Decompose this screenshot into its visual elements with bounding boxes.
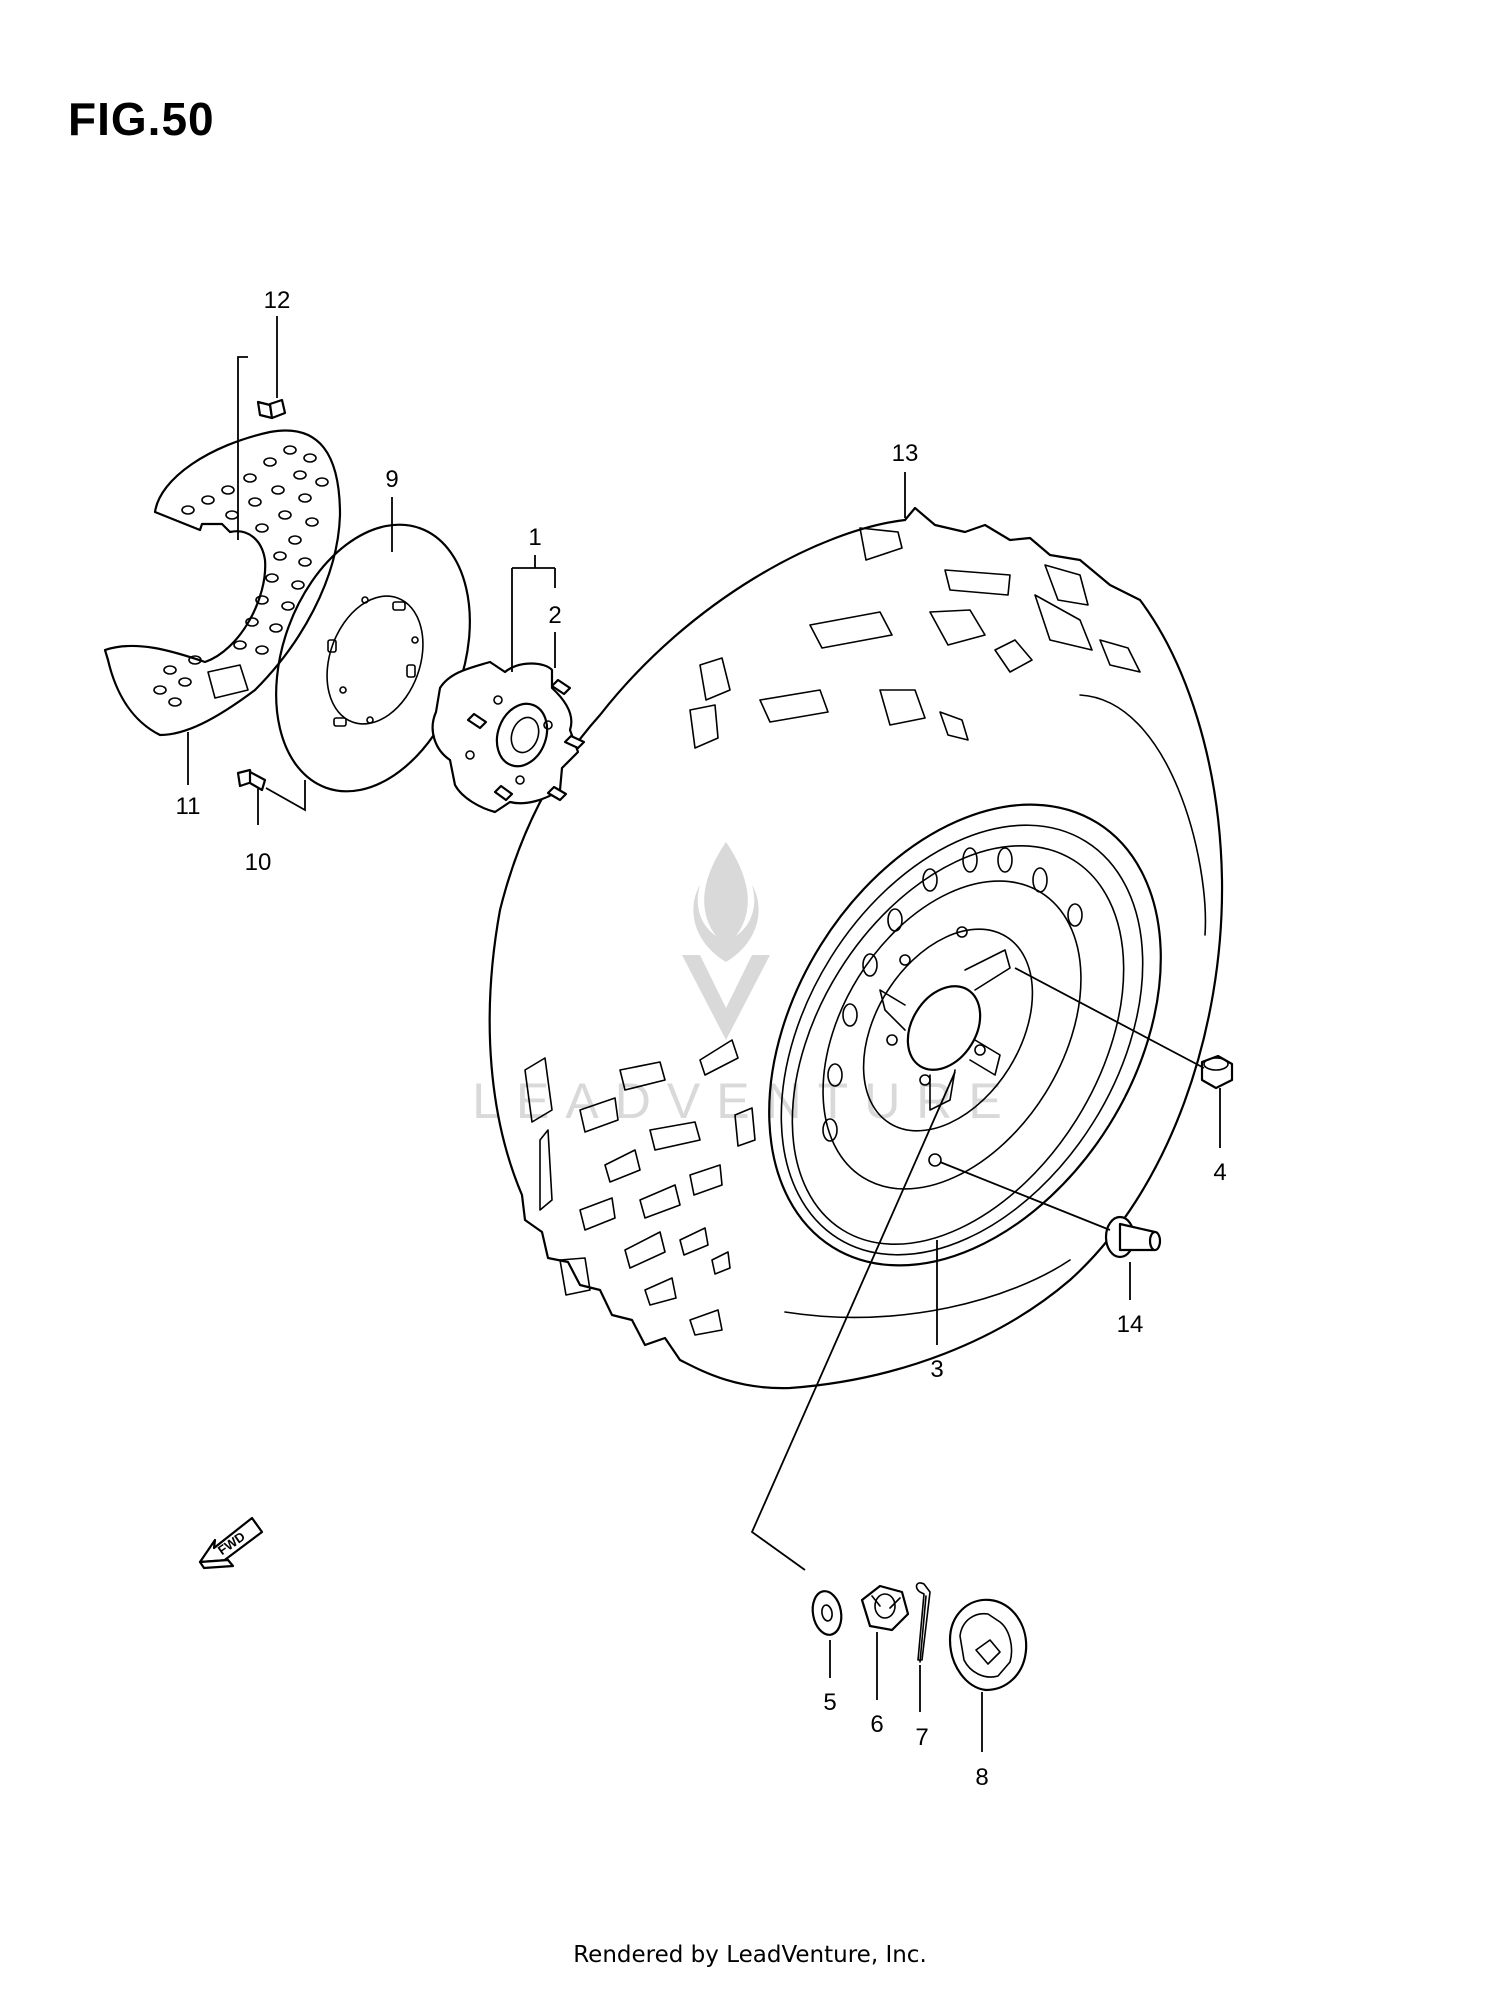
rim-flange — [791, 844, 1125, 1246]
leader-5-axle — [750, 1071, 956, 1571]
callout-5: 5 — [823, 1689, 836, 1716]
callout-7: 7 — [915, 1724, 928, 1751]
callout-13: 13 — [892, 440, 919, 467]
disc-cover-holes — [153, 445, 329, 707]
leader-10-bracket — [265, 780, 306, 812]
callout-numbers: 12 9 1 2 13 11 10 4 14 3 5 6 7 8 — [176, 287, 1227, 1791]
tire-sidewall-curve — [1079, 694, 1207, 936]
leader-lines — [187, 316, 1221, 1752]
wheel-rim — [768, 803, 1162, 1267]
leader-4 — [1014, 967, 1221, 1148]
tire-valve — [1104, 1215, 1162, 1259]
hub-cap — [948, 1598, 1028, 1692]
brake-disc-holes — [327, 596, 419, 727]
callout-12: 12 — [264, 287, 291, 314]
wheel-hub — [431, 660, 586, 814]
callout-9: 9 — [385, 466, 398, 493]
footer-credit: Rendered by LeadVenture, Inc. — [573, 1942, 927, 1968]
callout-4: 4 — [1213, 1159, 1226, 1186]
callout-6: 6 — [870, 1711, 883, 1738]
callout-3: 3 — [930, 1356, 943, 1383]
tire-tread-lower — [524, 1039, 756, 1336]
callout-14: 14 — [1117, 1311, 1144, 1338]
callout-2: 2 — [548, 602, 561, 629]
cover-bolt — [256, 398, 287, 420]
rim-hub-spokes — [879, 926, 1011, 1167]
watermark-text: LEADVENTURE — [472, 1073, 1018, 1129]
disc-bolt — [236, 768, 267, 792]
watermark-chevron-icon — [682, 955, 770, 1040]
wheel-nut — [1200, 1054, 1234, 1090]
watermark-flame-icon — [693, 842, 759, 962]
disc-cover — [103, 429, 342, 737]
tire-outline — [488, 506, 1224, 1390]
rim-outer-inner-edge — [780, 824, 1144, 1256]
brake-disc-hub-ring — [326, 595, 424, 725]
callout-10: 10 — [245, 849, 272, 876]
callout-1: 1 — [528, 524, 541, 551]
fwd-arrow-icon: FWD — [198, 1516, 264, 1570]
leader-14 — [939, 1161, 1131, 1300]
watermark: LEADVENTURE — [472, 842, 1018, 1129]
hub-studs — [465, 678, 586, 802]
castle-nut — [860, 1584, 910, 1632]
callout-11: 11 — [176, 793, 201, 820]
figure-title: FIG.50 — [68, 93, 215, 145]
rim-center-ring — [862, 928, 1034, 1132]
tire-tread-upper — [689, 527, 1141, 749]
tire — [488, 506, 1224, 1390]
rim-outer-edge — [768, 803, 1162, 1267]
leader-10 — [257, 788, 259, 825]
washer — [811, 1590, 843, 1636]
tire-sidewall-lower-curve — [784, 1259, 1071, 1319]
cotter-pin — [915, 1582, 931, 1663]
leader-12-bracket — [237, 356, 248, 540]
disc-cover-outline — [103, 429, 342, 737]
callout-8: 8 — [975, 1764, 988, 1791]
leader-1 — [511, 555, 556, 672]
rim-vent-holes — [822, 847, 1083, 1142]
